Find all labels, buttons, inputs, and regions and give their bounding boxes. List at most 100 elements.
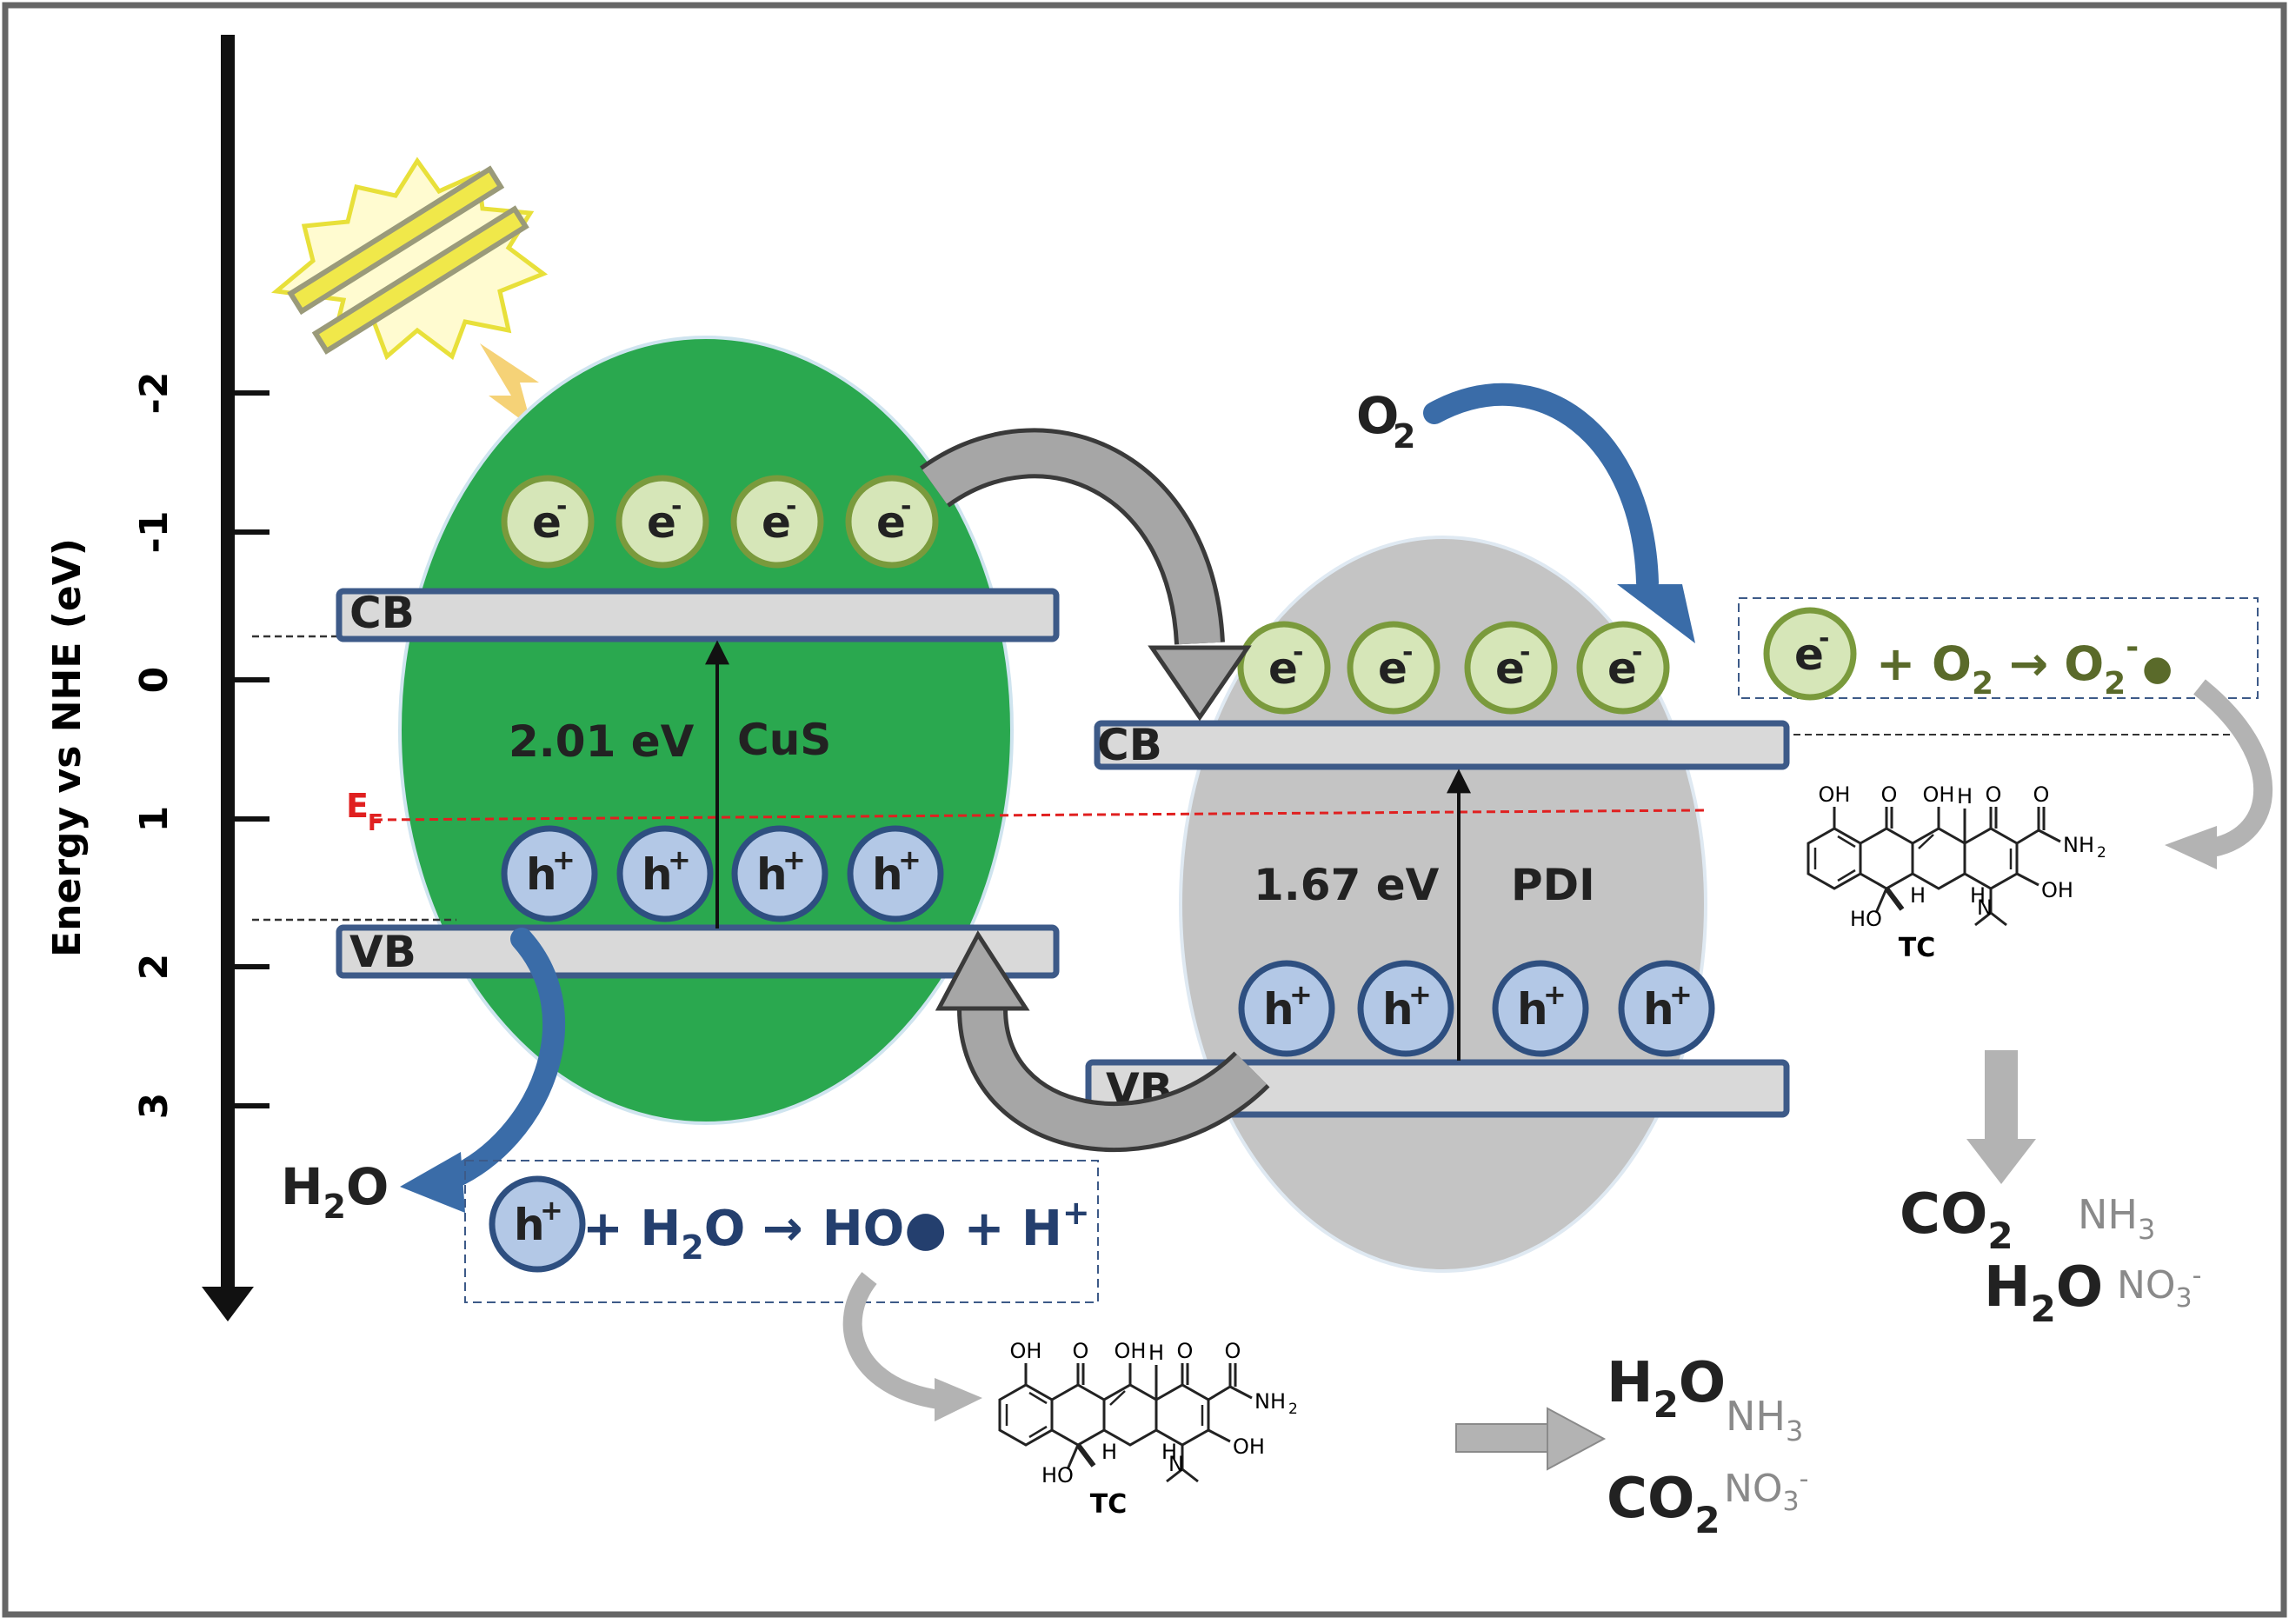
svg-text:-: - [1819, 623, 1829, 654]
svg-text:e: e [647, 497, 676, 548]
svg-text:+: + [898, 843, 922, 876]
superoxide-to-tc-arrow [2165, 679, 2273, 869]
axis-tick-label: -1 [132, 511, 176, 554]
cus-vb-label: VB [349, 927, 416, 977]
svg-text:+: + [1408, 978, 1432, 1011]
product-h2o-bottom: H2O [1607, 1351, 1726, 1426]
svg-text:e: e [876, 497, 906, 548]
svg-text:h: h [642, 849, 673, 900]
pdi-electron: e- [1464, 621, 1558, 715]
lamp-icon [271, 156, 549, 428]
pdi-electron: e- [1347, 621, 1441, 715]
svg-text:+: + [1289, 978, 1313, 1011]
superoxide-reaction: + O2→O2-● [1876, 629, 2173, 702]
svg-text:+: + [1543, 978, 1567, 1011]
svg-text:h: h [514, 1200, 545, 1250]
degradation-arrow-right [1966, 1050, 2036, 1184]
pdi-hole: h+ [1618, 960, 1715, 1057]
product-co2-right: CO2 [1900, 1182, 2013, 1257]
o2-label: O [1356, 386, 1399, 445]
svg-text:h: h [756, 849, 788, 900]
svg-text:+: + [1669, 978, 1693, 1011]
degradation-arrow-bottom [1455, 1407, 1607, 1471]
pdi-hole: h+ [1238, 960, 1335, 1057]
svg-text:-: - [1293, 637, 1303, 668]
fermi-label-sub: F [368, 810, 383, 836]
cus-electron: e- [845, 475, 939, 569]
hole-transfer-arrow [935, 930, 1270, 1153]
cus-hole: h+ [616, 825, 714, 922]
axis-tick-label: 0 [132, 667, 176, 694]
svg-text:e: e [1268, 643, 1298, 694]
svg-text:h: h [872, 849, 903, 900]
product-nh3-right: NH3 [2078, 1191, 2155, 1246]
svg-text:+: + [552, 843, 576, 876]
svg-text:+: + [668, 843, 691, 876]
axis-tick-label: 3 [132, 1093, 176, 1120]
svg-text:e: e [1607, 643, 1637, 694]
svg-text:e: e [1794, 629, 1824, 680]
pdi-hole: h+ [1492, 960, 1589, 1057]
energy-axis: -2 -1 0 1 2 3 Energy vs NHE (eV) [45, 35, 269, 1321]
fermi-label: E [346, 787, 369, 825]
electron-transfer-arrow [920, 428, 1252, 722]
svg-text:h: h [1517, 984, 1548, 1035]
cus-cb-label: CB [349, 588, 415, 638]
svg-text:-: - [786, 491, 796, 522]
h2o-oxidation-arrow [400, 928, 565, 1213]
cus-material-label: CuS [737, 715, 831, 765]
svg-text:h: h [1382, 984, 1414, 1035]
product-no3-bottom: NO3- [1724, 1464, 1808, 1517]
cus-band-gap-label: 2.01 eV [509, 716, 695, 767]
pdi-cb-band [1094, 720, 1790, 770]
svg-text:h: h [526, 849, 557, 900]
product-nh3-bottom: NH3 [1726, 1393, 1803, 1448]
reaction-electron: e- [1763, 607, 1857, 701]
svg-text:-: - [1402, 637, 1413, 668]
cus-electron: e- [501, 475, 595, 569]
reaction-hole: h+ [489, 1175, 586, 1273]
cus-electron: e- [616, 475, 709, 569]
axis-tick-label: 1 [132, 806, 176, 833]
hydroxyl-reaction-box [464, 1160, 1099, 1303]
svg-text:e: e [1378, 643, 1407, 694]
pdi-band-gap-label: 1.67 eV [1254, 860, 1440, 910]
o2-label-sub: 2 [1393, 417, 1415, 456]
h2o-label: H2O [281, 1157, 389, 1226]
cus-hole: h+ [731, 825, 828, 922]
svg-text:-: - [1520, 637, 1530, 668]
axis-tick-label: -2 [132, 372, 176, 415]
cus-cb-band [336, 588, 1060, 642]
svg-text:h: h [1643, 984, 1674, 1035]
product-no3-right: NO3- [2117, 1261, 2201, 1314]
svg-text:-: - [901, 491, 911, 522]
svg-text:-: - [1632, 637, 1642, 668]
product-co2-bottom: CO2 [1607, 1467, 1720, 1541]
svg-text:e: e [762, 497, 791, 548]
cus-electron: e- [730, 475, 824, 569]
cus-hole: h+ [501, 825, 598, 922]
cus-particle [398, 336, 1014, 1125]
pdi-electron: e- [1237, 621, 1331, 715]
svg-text:h: h [1263, 984, 1294, 1035]
cus-hole: h+ [847, 825, 944, 922]
cus-vb-band [336, 924, 1060, 979]
pdi-hole: h+ [1357, 960, 1454, 1057]
axis-tick-label: 2 [132, 954, 176, 981]
svg-text:+: + [540, 1194, 563, 1227]
hydroxyl-reaction: + H2O →HO● + H+ [582, 1194, 1090, 1267]
o2-reduction-arrow [1423, 383, 1695, 643]
axis-label: Energy vs NHE (eV) [45, 538, 90, 957]
pdi-electron: e- [1576, 621, 1670, 715]
svg-text:-: - [556, 491, 567, 522]
pdi-cb-label: CB [1097, 720, 1162, 770]
pdi-material-label: PDI [1511, 860, 1595, 910]
hydroxyl-to-tc-arrow [842, 1272, 982, 1421]
pdi-vb-band [1085, 1059, 1790, 1118]
svg-text:e: e [532, 497, 562, 548]
svg-text:-: - [671, 491, 682, 522]
product-h2o-right: H2O [1984, 1255, 2103, 1330]
svg-text:+: + [782, 843, 806, 876]
